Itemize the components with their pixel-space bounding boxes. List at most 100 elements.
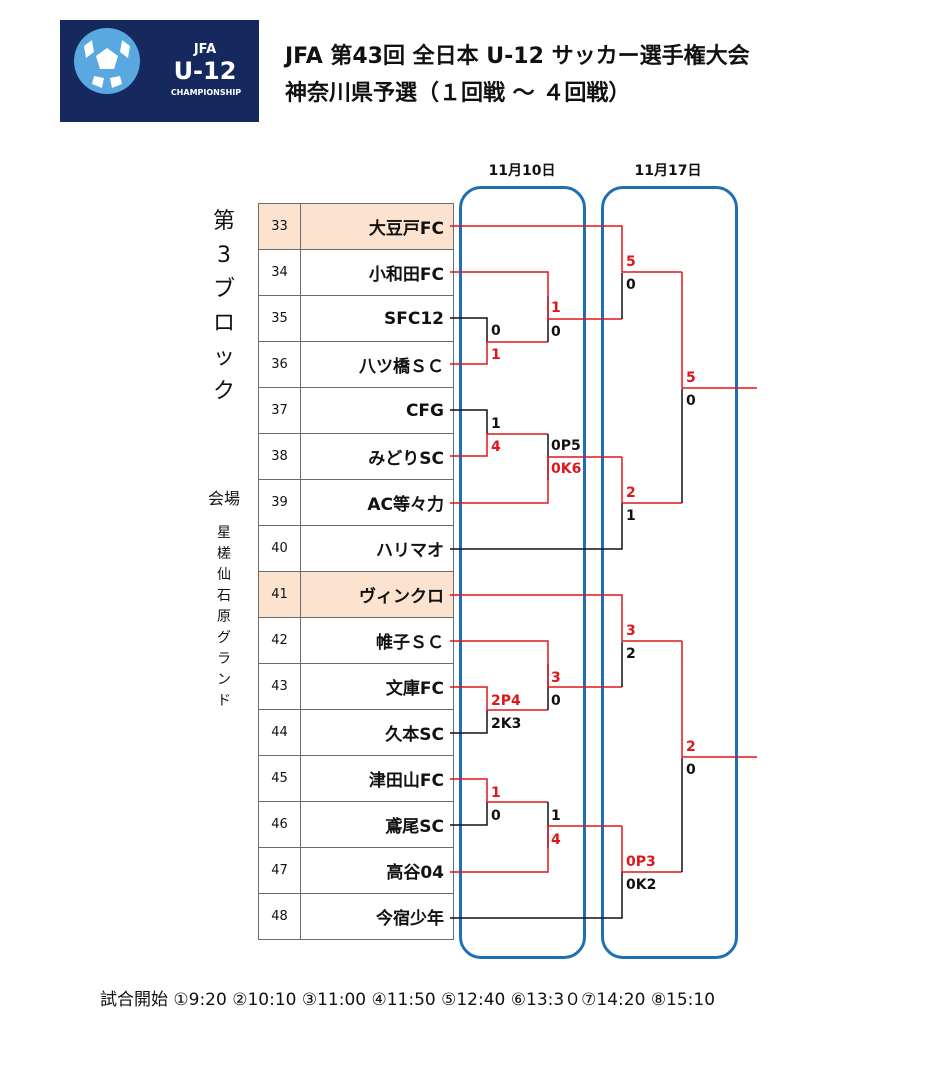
bracket-line bbox=[450, 594, 682, 642]
score: 5 bbox=[686, 370, 696, 386]
team-number: 38 bbox=[258, 433, 301, 480]
team-name: みどりSC bbox=[300, 433, 454, 480]
page-subtitle: 神奈川県予選（１回戦 ～ ４回戦） bbox=[285, 81, 631, 106]
venue-name-char: グ bbox=[217, 630, 231, 646]
team-name: ヴィンクロ bbox=[300, 571, 454, 618]
team-name: 久本SC bbox=[300, 709, 454, 756]
team-number: 42 bbox=[258, 617, 301, 664]
score: 0 bbox=[491, 323, 501, 339]
score: 2P4 bbox=[491, 693, 521, 709]
score: 3 bbox=[551, 670, 561, 686]
score: 0K2 bbox=[626, 877, 657, 893]
score: 1 bbox=[491, 416, 501, 432]
bracket-line bbox=[450, 225, 682, 273]
block-label-char: ク bbox=[212, 379, 235, 404]
venue-name-char: ド bbox=[217, 693, 231, 709]
bracket-line bbox=[621, 826, 682, 873]
team-number: 46 bbox=[258, 801, 301, 848]
team-name: 大豆戸FC bbox=[300, 203, 454, 250]
score: 4 bbox=[491, 439, 501, 455]
jfa-u12-logo: JFA U-12 CHAMPIONSHIP bbox=[60, 20, 259, 122]
bracket-line bbox=[621, 457, 682, 504]
team-number: 41 bbox=[258, 571, 301, 618]
team-name: 高谷04 bbox=[300, 847, 454, 894]
score: 0 bbox=[686, 393, 696, 409]
block-label: 第 3 ブ ロ ッ ク bbox=[210, 205, 238, 409]
venue-name-char: 石 bbox=[217, 588, 231, 604]
bracket-line bbox=[450, 825, 622, 873]
bracket-line bbox=[450, 778, 548, 803]
date-round-a: 11月10日 bbox=[488, 163, 556, 179]
bracket-line bbox=[450, 872, 623, 919]
round-box-day1 bbox=[459, 186, 586, 959]
venue-label: 会場 bbox=[207, 489, 240, 508]
score: 0 bbox=[551, 324, 561, 340]
venue-name-char: 星 bbox=[217, 525, 231, 541]
score: 1 bbox=[551, 808, 561, 824]
bracket-line bbox=[450, 640, 622, 688]
bracket-line bbox=[450, 341, 548, 365]
team-name: 帷子ＳＣ bbox=[300, 617, 454, 664]
score: 1 bbox=[491, 347, 501, 363]
team-name: 八ツ橋ＳＣ bbox=[300, 341, 454, 388]
venue-name-char: 原 bbox=[217, 609, 231, 625]
score: 0P3 bbox=[626, 854, 656, 870]
bracket-line bbox=[450, 710, 488, 734]
score: 0 bbox=[626, 277, 636, 293]
venue-name-char: 仙 bbox=[217, 567, 231, 583]
bracket-line bbox=[450, 503, 623, 550]
bracket-line bbox=[450, 271, 622, 320]
score: 0 bbox=[551, 693, 561, 709]
team-number: 39 bbox=[258, 479, 301, 526]
score: 1 bbox=[551, 300, 561, 316]
team-name: AC等々力 bbox=[300, 479, 454, 526]
block-label-char: ロ bbox=[212, 311, 235, 336]
soccer-ball-icon bbox=[74, 28, 140, 94]
bracket-line bbox=[450, 433, 548, 457]
bracket-line bbox=[681, 272, 757, 389]
score: 0 bbox=[491, 808, 501, 824]
bracket-line bbox=[450, 686, 548, 711]
block-label-char: ッ bbox=[212, 345, 235, 370]
score: 5 bbox=[626, 254, 636, 270]
match-start-times: 試合開始 ①9:20 ②10:10 ③11:00 ④11:50 ⑤12:40 ⑥… bbox=[100, 990, 716, 1010]
score: 0P5 bbox=[551, 438, 581, 454]
bracket-line bbox=[450, 317, 488, 342]
logo-jfa-text: JFA bbox=[193, 42, 217, 57]
date-round-b: 11月17日 bbox=[634, 163, 702, 179]
team-name: 小和田FC bbox=[300, 249, 454, 296]
bracket-line bbox=[681, 641, 757, 758]
score: 1 bbox=[491, 785, 501, 801]
page-title: JFA 第43回 全日本 U-12 サッカー選手権大会 bbox=[285, 44, 750, 69]
score: 1 bbox=[626, 508, 636, 524]
logo-championship-text: CHAMPIONSHIP bbox=[170, 88, 242, 97]
team-name: CFG bbox=[300, 387, 454, 434]
bracket-line bbox=[450, 409, 488, 434]
block-label-char: ブ bbox=[212, 277, 235, 302]
score: 3 bbox=[626, 623, 636, 639]
round-box-day2 bbox=[601, 186, 738, 959]
bracket-line bbox=[450, 802, 488, 826]
team-number: 47 bbox=[258, 847, 301, 894]
block-label-char: 3 bbox=[217, 243, 231, 268]
venue-name-char: 槎 bbox=[217, 546, 231, 562]
venue-name-char: ラ bbox=[217, 651, 231, 667]
score: 4 bbox=[551, 832, 561, 848]
score: 0 bbox=[686, 762, 696, 778]
score: 2K3 bbox=[491, 716, 522, 732]
team-name: 今宿少年 bbox=[300, 893, 454, 940]
logo-u12-text: U-12 bbox=[173, 57, 237, 85]
team-number: 33 bbox=[258, 203, 301, 250]
